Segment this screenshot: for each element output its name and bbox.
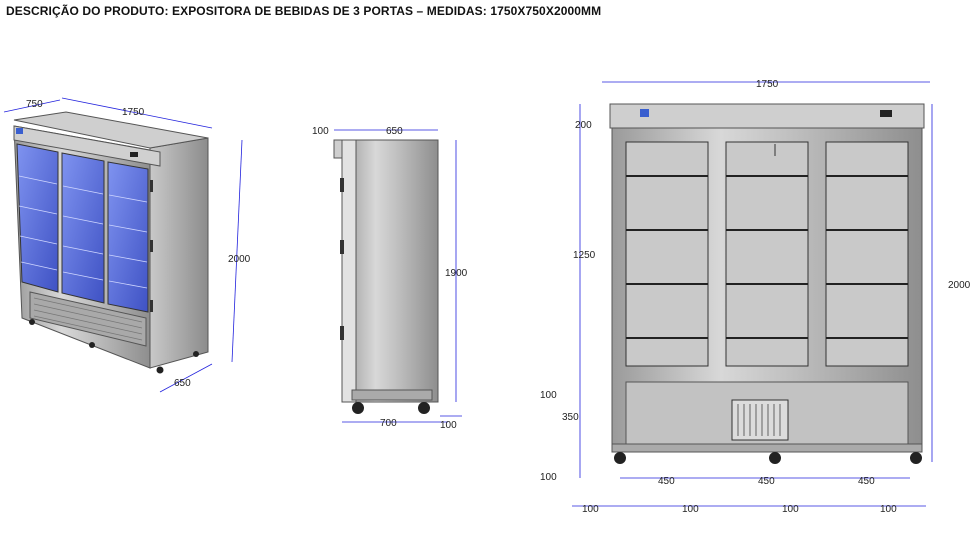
- dim-door-width-3: 450: [858, 476, 875, 487]
- dim-front-base: 350: [562, 412, 579, 423]
- dim-side-base: 700: [380, 418, 397, 429]
- dim-front-width: 1750: [756, 79, 779, 90]
- dim-door-width-2: 450: [758, 476, 775, 487]
- dim-front-foot: 100: [540, 472, 557, 483]
- perspective-view: 750 1750 2000 650: [3, 97, 251, 393]
- dim-side-depth: 650: [386, 126, 403, 137]
- dim-side-top: 100: [312, 126, 329, 137]
- dim-perspective-height: 2000: [228, 254, 251, 265]
- dim-door-margin-4: 100: [880, 504, 897, 515]
- dim-perspective-width: 1750: [122, 107, 145, 118]
- dim-front-gap: 100: [540, 390, 557, 401]
- dim-door-margin-2: 100: [682, 504, 699, 515]
- dim-front-top-band: 200: [575, 120, 592, 131]
- dim-front-total-height: 2000: [948, 280, 971, 291]
- front-view: 1750 200 1250 100 350 100 2000 450 450 4…: [540, 79, 971, 515]
- dim-front-door-height: 1250: [573, 250, 596, 261]
- side-view: 100 650 1900 700 100: [312, 126, 468, 431]
- dim-perspective-depth: 750: [26, 99, 43, 110]
- dim-door-width-1: 450: [658, 476, 675, 487]
- dim-door-margin-3: 100: [782, 504, 799, 515]
- page-title: DESCRIÇÃO DO PRODUTO: EXPOSITORA DE BEBI…: [6, 4, 602, 18]
- dim-perspective-base: 650: [174, 378, 191, 389]
- dim-side-height: 1900: [445, 268, 468, 279]
- dim-side-base-offset: 100: [440, 420, 457, 431]
- dim-door-margin-1: 100: [582, 504, 599, 515]
